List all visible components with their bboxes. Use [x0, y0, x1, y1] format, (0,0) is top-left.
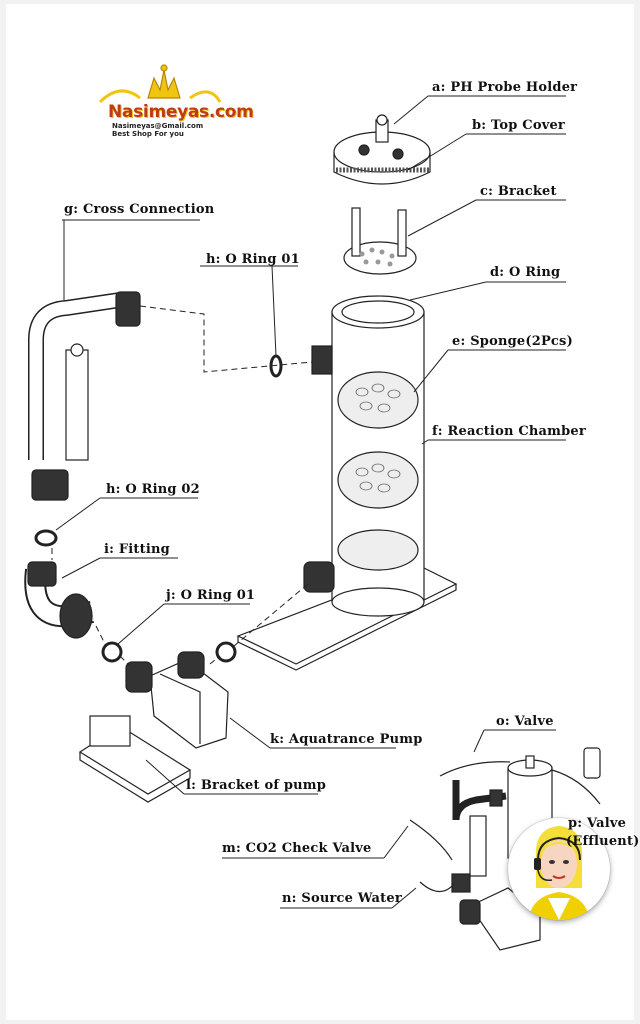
label-o-ring-01-top: h: O Ring 01	[206, 252, 300, 267]
label-o-ring: d: O Ring	[490, 265, 561, 280]
top-cover	[333, 114, 431, 185]
bracket	[343, 207, 417, 275]
logo-brand: Nasimeyas.com	[108, 102, 254, 122]
logo-crown-icon	[98, 64, 222, 104]
assistant-avatar[interactable]	[508, 818, 610, 920]
label-source-water: n: Source Water	[282, 891, 402, 906]
fitting	[24, 561, 94, 639]
label-bracket-of-pump: l: Bracket of pump	[186, 778, 327, 793]
aquatrance-pump	[125, 651, 229, 749]
label-co2-check-valve: m: CO2 Check Valve	[222, 841, 372, 856]
o-ring-j-2	[215, 641, 237, 663]
label-bracket: c: Bracket	[480, 184, 557, 199]
label-valve-effluent: p: Valve	[568, 816, 627, 831]
label-fitting: i: Fitting	[104, 542, 170, 557]
bracket-of-pump	[78, 715, 192, 803]
label-reaction-chamber: f: Reaction Chamber	[432, 424, 586, 439]
logo-tagline: Best Shop For you	[112, 130, 184, 138]
label-top-cover: b: Top Cover	[472, 118, 565, 133]
label-cross-connection: g: Cross Connection	[64, 202, 215, 217]
reaction-chamber	[236, 295, 458, 671]
cross-connection	[28, 291, 141, 501]
avatar-face-icon	[528, 826, 590, 920]
label-sponge: e: Sponge(2Pcs)	[452, 334, 573, 349]
label-ph-probe-holder: a: PH Probe Holder	[432, 80, 578, 95]
logo-email: Nasimeyas@Gmail.com	[112, 122, 204, 130]
label-valve: o: Valve	[496, 714, 554, 729]
label-o-ring-02: h: O Ring 02	[106, 482, 200, 497]
o-ring-h2	[34, 529, 58, 547]
label-effluent: (Effluent)	[566, 834, 640, 849]
o-ring-j	[101, 641, 123, 663]
label-aquatrance-pump: k: Aquatrance Pump	[270, 732, 423, 747]
label-o-ring-01-lower: j: O Ring 01	[166, 588, 256, 603]
